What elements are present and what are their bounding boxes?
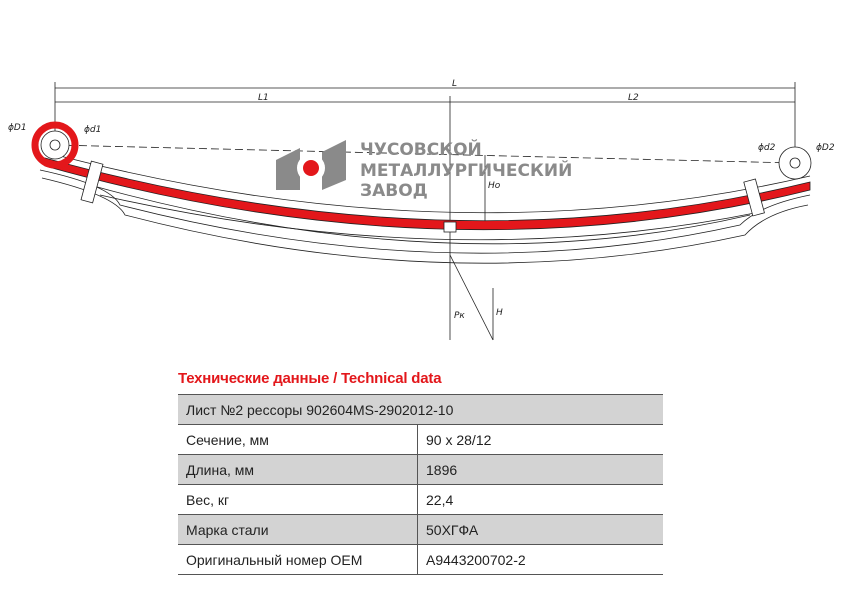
row-value: 22,4 — [417, 484, 663, 515]
label-Ho: Ho — [488, 181, 501, 191]
technical-data-table: Лист №2 рессоры 902604MS-2902012-10 Сече… — [178, 394, 663, 575]
leaf-spring-drawing: L L1 L2 ϕD1 ϕd1 ϕd2 ϕD2 Ho H Pк ЧУСОВСКО… — [8, 79, 835, 341]
clamp-right — [743, 178, 765, 217]
label-L1: L1 — [258, 93, 269, 103]
clamp-left — [80, 160, 104, 204]
row-value: A9443200702-2 — [417, 544, 663, 575]
row-label: Оригинальный номер OEM — [178, 544, 418, 575]
right-eye — [778, 146, 812, 180]
label-L2: L2 — [628, 93, 639, 103]
label-L: L — [452, 79, 457, 89]
label-d2: ϕd2 — [758, 143, 776, 153]
label-Pk: Pк — [454, 311, 465, 321]
left-eye — [31, 121, 79, 169]
company-logo: ЧУСОВСКОЙ МЕТАЛЛУРГИЧЕСКИЙ ЗАВОД — [276, 138, 572, 201]
table-header: Лист №2 рессоры 902604MS-2902012-10 — [178, 394, 663, 425]
row-value: 90 х 28/12 — [417, 424, 663, 455]
row-label: Вес, кг — [178, 484, 418, 515]
row-label: Марка стали — [178, 514, 418, 545]
label-D2: ϕD2 — [816, 143, 835, 153]
section-title: Технические данные / Technical data — [178, 370, 442, 387]
label-D1: ϕD1 — [8, 123, 27, 133]
row-value: 1896 — [417, 454, 663, 485]
row-label: Сечение, мм — [178, 424, 418, 455]
svg-text:ЗАВОД: ЗАВОД — [360, 181, 428, 201]
label-H: H — [496, 308, 503, 318]
svg-text:ЧУСОВСКОЙ: ЧУСОВСКОЙ — [360, 138, 482, 160]
label-d1: ϕd1 — [84, 125, 101, 135]
svg-text:МЕТАЛЛУРГИЧЕСКИЙ: МЕТАЛЛУРГИЧЕСКИЙ — [360, 159, 572, 181]
row-value: 50ХГФА — [417, 514, 663, 545]
highlighted-leaf — [44, 157, 811, 231]
row-label: Длина, мм — [178, 454, 418, 485]
table-header-row: Лист №2 рессоры 902604MS-2902012-10 — [178, 394, 663, 425]
